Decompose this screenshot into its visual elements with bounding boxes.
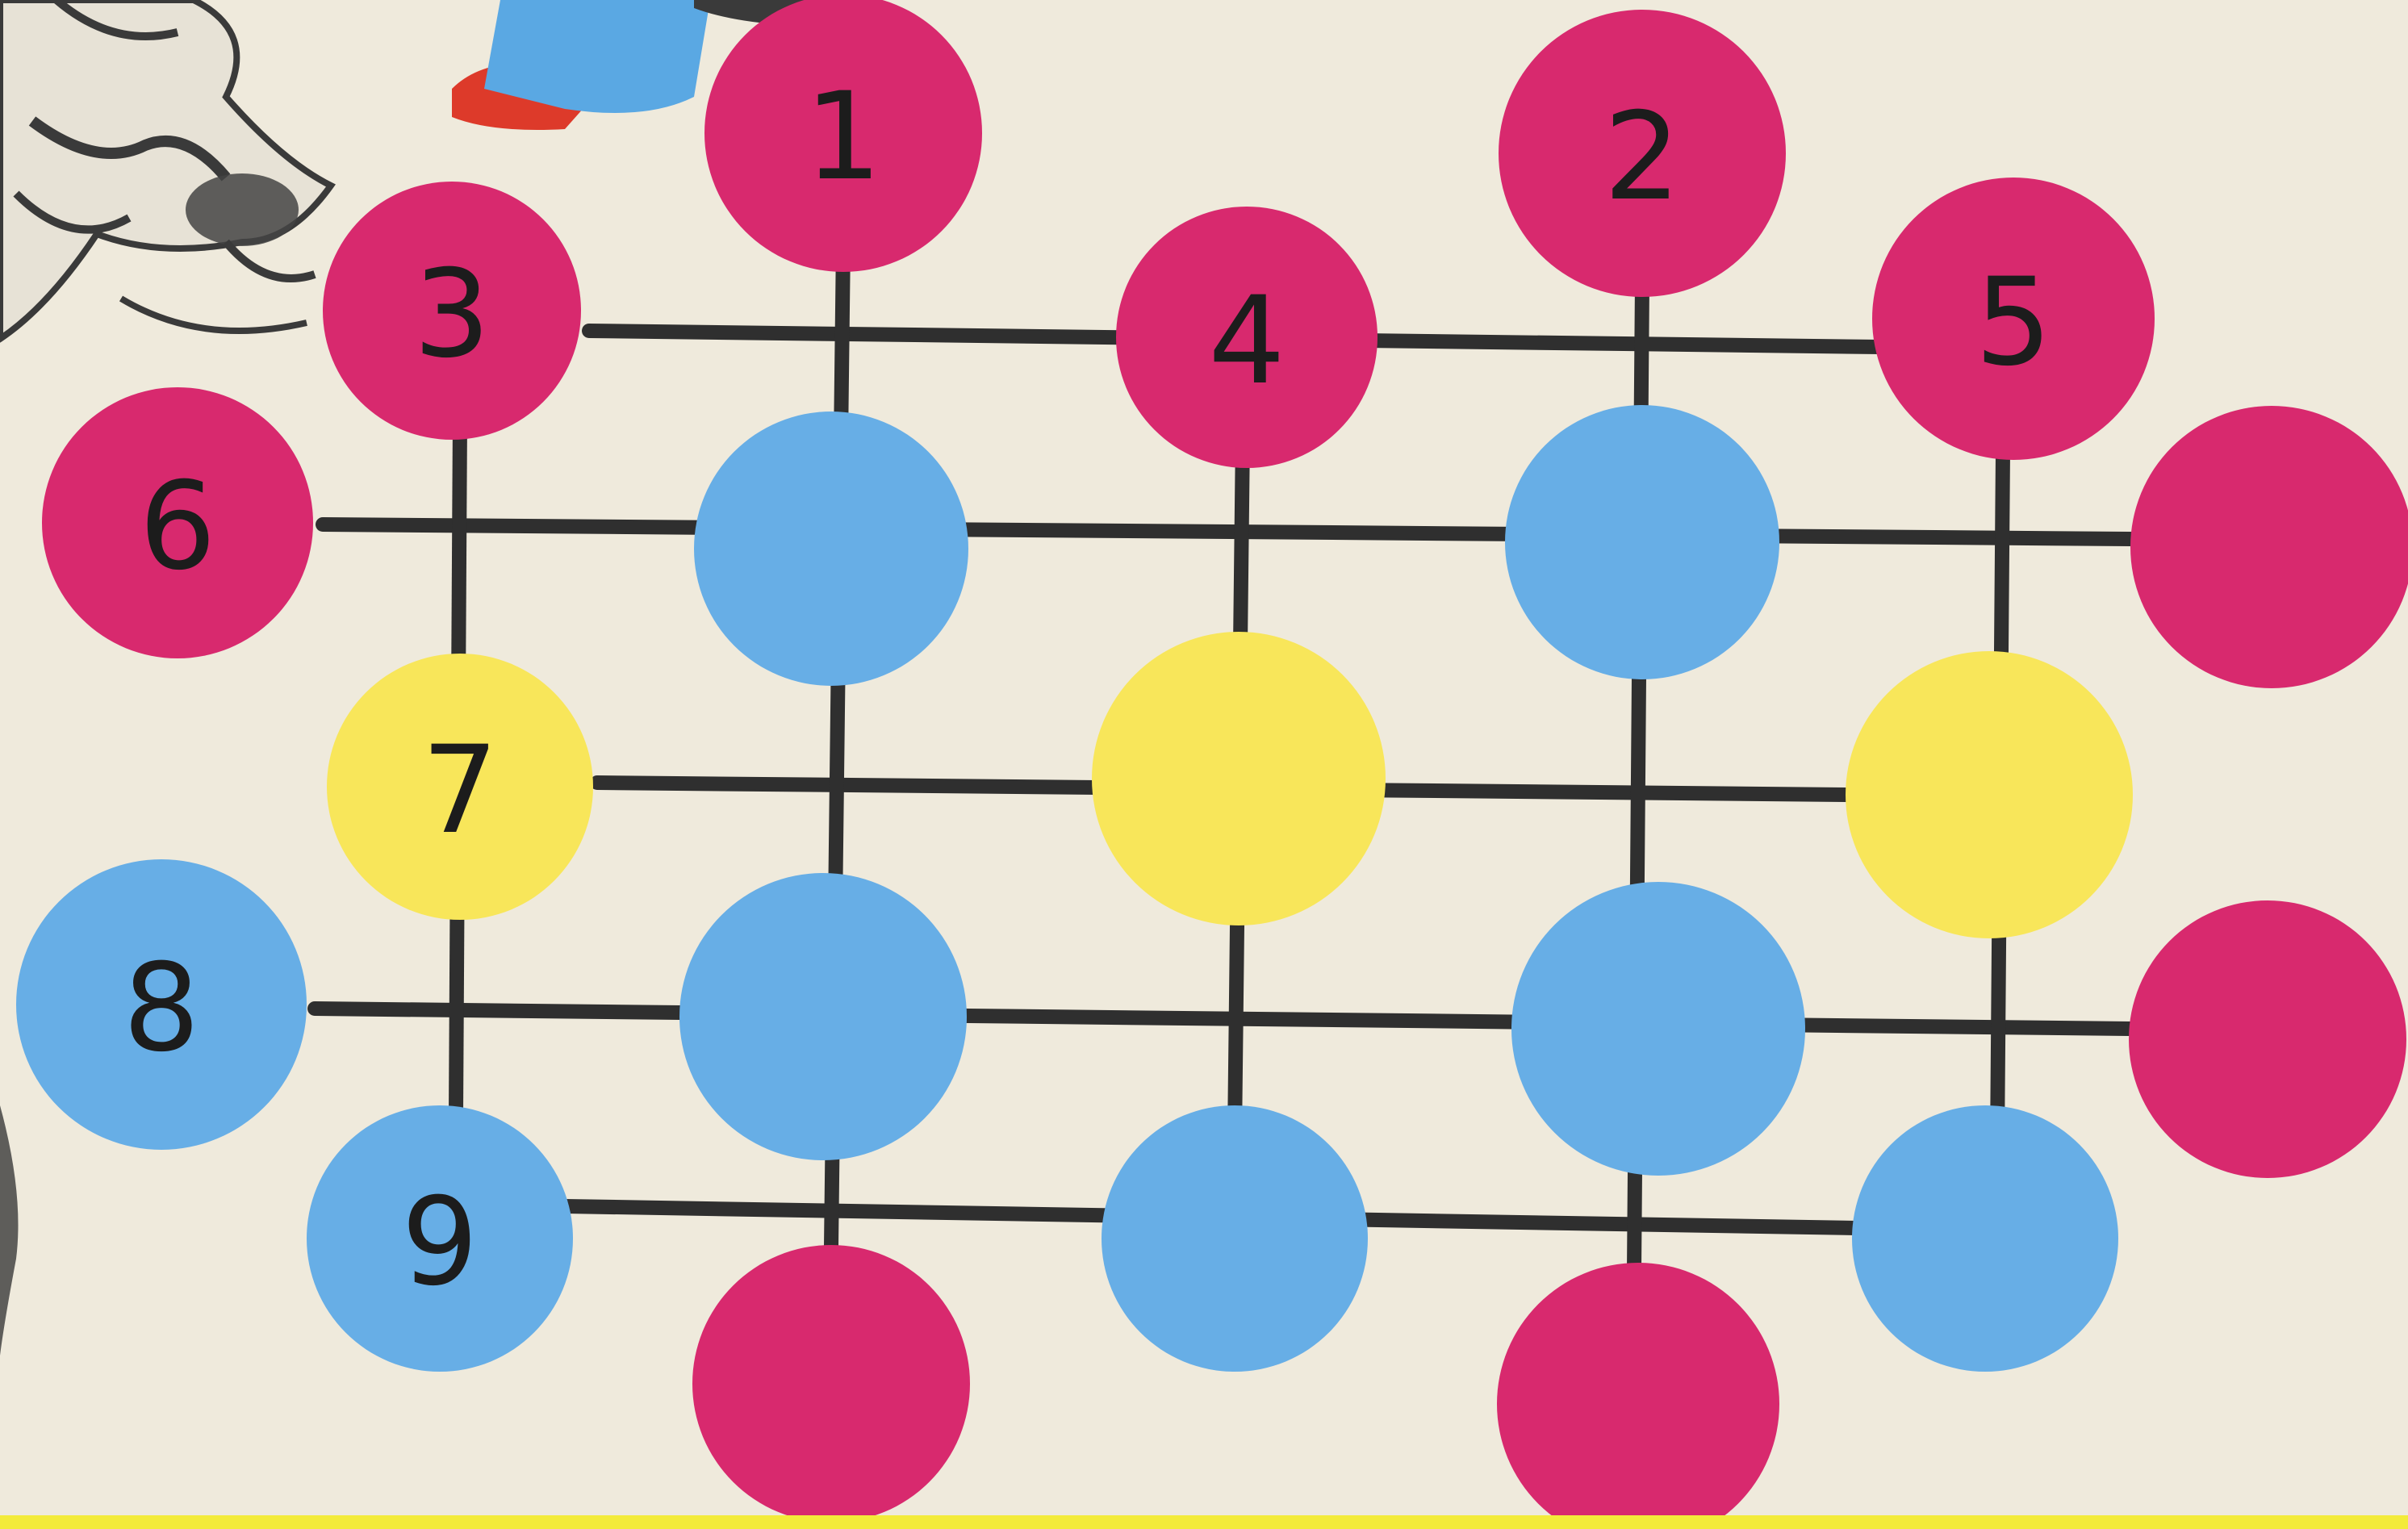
cell-magenta-15[interactable] — [2129, 900, 2406, 1178]
cell-circle[interactable] — [679, 873, 967, 1160]
cell-magenta-17[interactable] — [692, 1245, 970, 1523]
bottom-stripe — [0, 1515, 2408, 1529]
cell-circle[interactable] — [2130, 406, 2408, 688]
cell-blue-20[interactable] — [1852, 1105, 2118, 1372]
cell-circle[interactable] — [1497, 1263, 1779, 1529]
cartoon-edge — [0, 1105, 19, 1356]
cell-number-label: 4 — [1208, 271, 1285, 411]
cell-circle[interactable] — [1092, 632, 1386, 925]
cell-circle[interactable] — [1505, 405, 1779, 679]
cell-blue-14[interactable] — [1511, 882, 1805, 1176]
puzzle-cells: 1 2 3 4 5 6 7 8 9 — [16, 0, 2408, 1529]
cell-circle[interactable] — [692, 1245, 970, 1523]
cell-number-label: 5 — [1975, 253, 2051, 393]
cell-blue-7[interactable] — [1505, 405, 1779, 679]
cell-number-label: 2 — [1603, 87, 1680, 228]
cell-blue-18[interactable] — [1102, 1105, 1368, 1372]
grid-line-h2 — [323, 524, 2130, 539]
cell-number-label: 3 — [413, 244, 490, 385]
cell-magenta-1[interactable]: 1 — [704, 0, 982, 272]
cell-yellow-10[interactable] — [1092, 632, 1386, 925]
cell-blue-13[interactable] — [679, 873, 967, 1160]
cell-magenta-3[interactable]: 3 — [323, 182, 581, 440]
cell-circle[interactable] — [1511, 882, 1805, 1176]
cell-magenta-4[interactable]: 4 — [1116, 207, 1377, 468]
cell-number-label: 1 — [805, 67, 881, 207]
cell-number-label: 6 — [139, 457, 215, 597]
grid-line-h4 — [315, 1009, 2130, 1029]
cell-yellow-11[interactable] — [1846, 651, 2133, 938]
cell-magenta-19[interactable] — [1497, 1263, 1779, 1529]
cell-yellow-7[interactable]: 7 — [327, 654, 593, 920]
cell-circle[interactable] — [694, 411, 968, 686]
cell-number-label: 8 — [123, 938, 199, 1079]
cell-blue-8[interactable]: 8 — [16, 859, 307, 1150]
cell-magenta-2[interactable]: 2 — [1499, 10, 1786, 297]
cartoon-illustration — [0, 0, 331, 339]
cell-circle[interactable] — [1846, 651, 2133, 938]
cell-magenta-8[interactable] — [2130, 406, 2408, 688]
cell-magenta-6[interactable]: 6 — [42, 387, 313, 658]
cell-blue-9[interactable]: 9 — [307, 1105, 573, 1372]
cell-magenta-5[interactable]: 5 — [1872, 178, 2155, 460]
cell-number-label: 7 — [421, 721, 498, 861]
cell-circle[interactable] — [1852, 1105, 2118, 1372]
cell-circle[interactable] — [1102, 1105, 1368, 1372]
cell-circle[interactable] — [2129, 900, 2406, 1178]
cell-number-label: 9 — [401, 1172, 478, 1313]
cell-blue-6[interactable] — [694, 411, 968, 686]
